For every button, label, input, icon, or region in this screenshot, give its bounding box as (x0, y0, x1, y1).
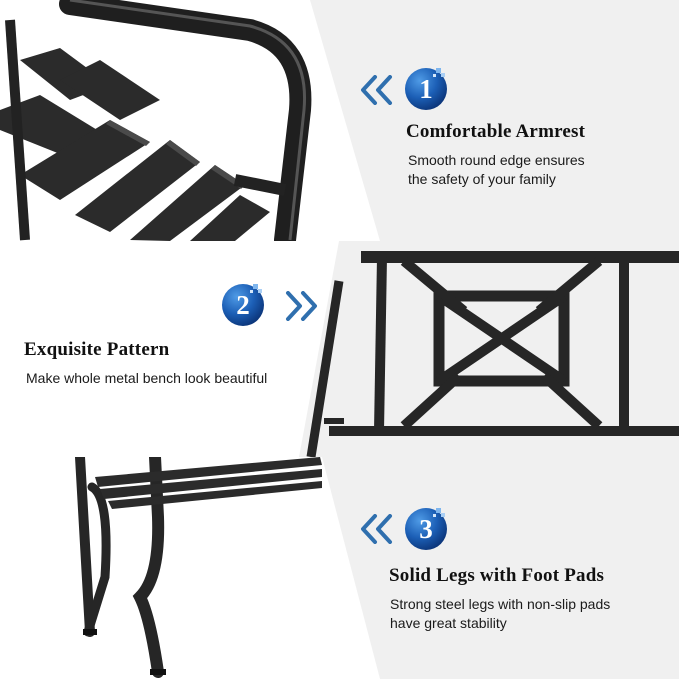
description-line: Strong steel legs with non-slip pads (390, 596, 611, 612)
double-chevron-left-icon (360, 514, 394, 549)
feature-title: Comfortable Armrest (406, 121, 586, 142)
number-badge-2: 2 (220, 282, 266, 328)
description-line: the safety of your family (408, 171, 556, 187)
feature-section-legs: 3 Solid Legs with Foot Pads Strong steel… (0, 457, 679, 679)
description-line: have great stability (390, 615, 507, 631)
badge-number: 1 (419, 74, 433, 104)
badge-number: 3 (419, 514, 433, 544)
description-line: Make whole metal bench look beautiful (26, 370, 268, 386)
description-line: Smooth round edge ensures (408, 152, 585, 168)
double-chevron-left-icon (360, 75, 394, 110)
feature-title: Solid Legs with Foot Pads (389, 565, 605, 586)
badge-number: 2 (236, 290, 250, 320)
double-chevron-right-icon (284, 291, 318, 326)
feature-section-armrest: 1 Comfortable Armrest Smooth round edge … (0, 0, 679, 241)
bench-armrest-photo (0, 0, 380, 241)
number-badge-1: 1 (403, 66, 449, 112)
bench-backrest-pattern-photo (299, 241, 679, 457)
feature-description: Smooth round edge ensures the safety of … (408, 151, 585, 189)
feature-description: Strong steel legs with non-slip pads hav… (390, 595, 610, 633)
bench-legs-photo (0, 457, 380, 679)
feature-title: Exquisite Pattern (24, 339, 170, 360)
feature-section-pattern: 2 Exquisite Pattern Make whole metal ben… (0, 241, 679, 457)
number-badge-3: 3 (403, 506, 449, 552)
feature-description: Make whole metal bench look beautiful (26, 369, 267, 388)
